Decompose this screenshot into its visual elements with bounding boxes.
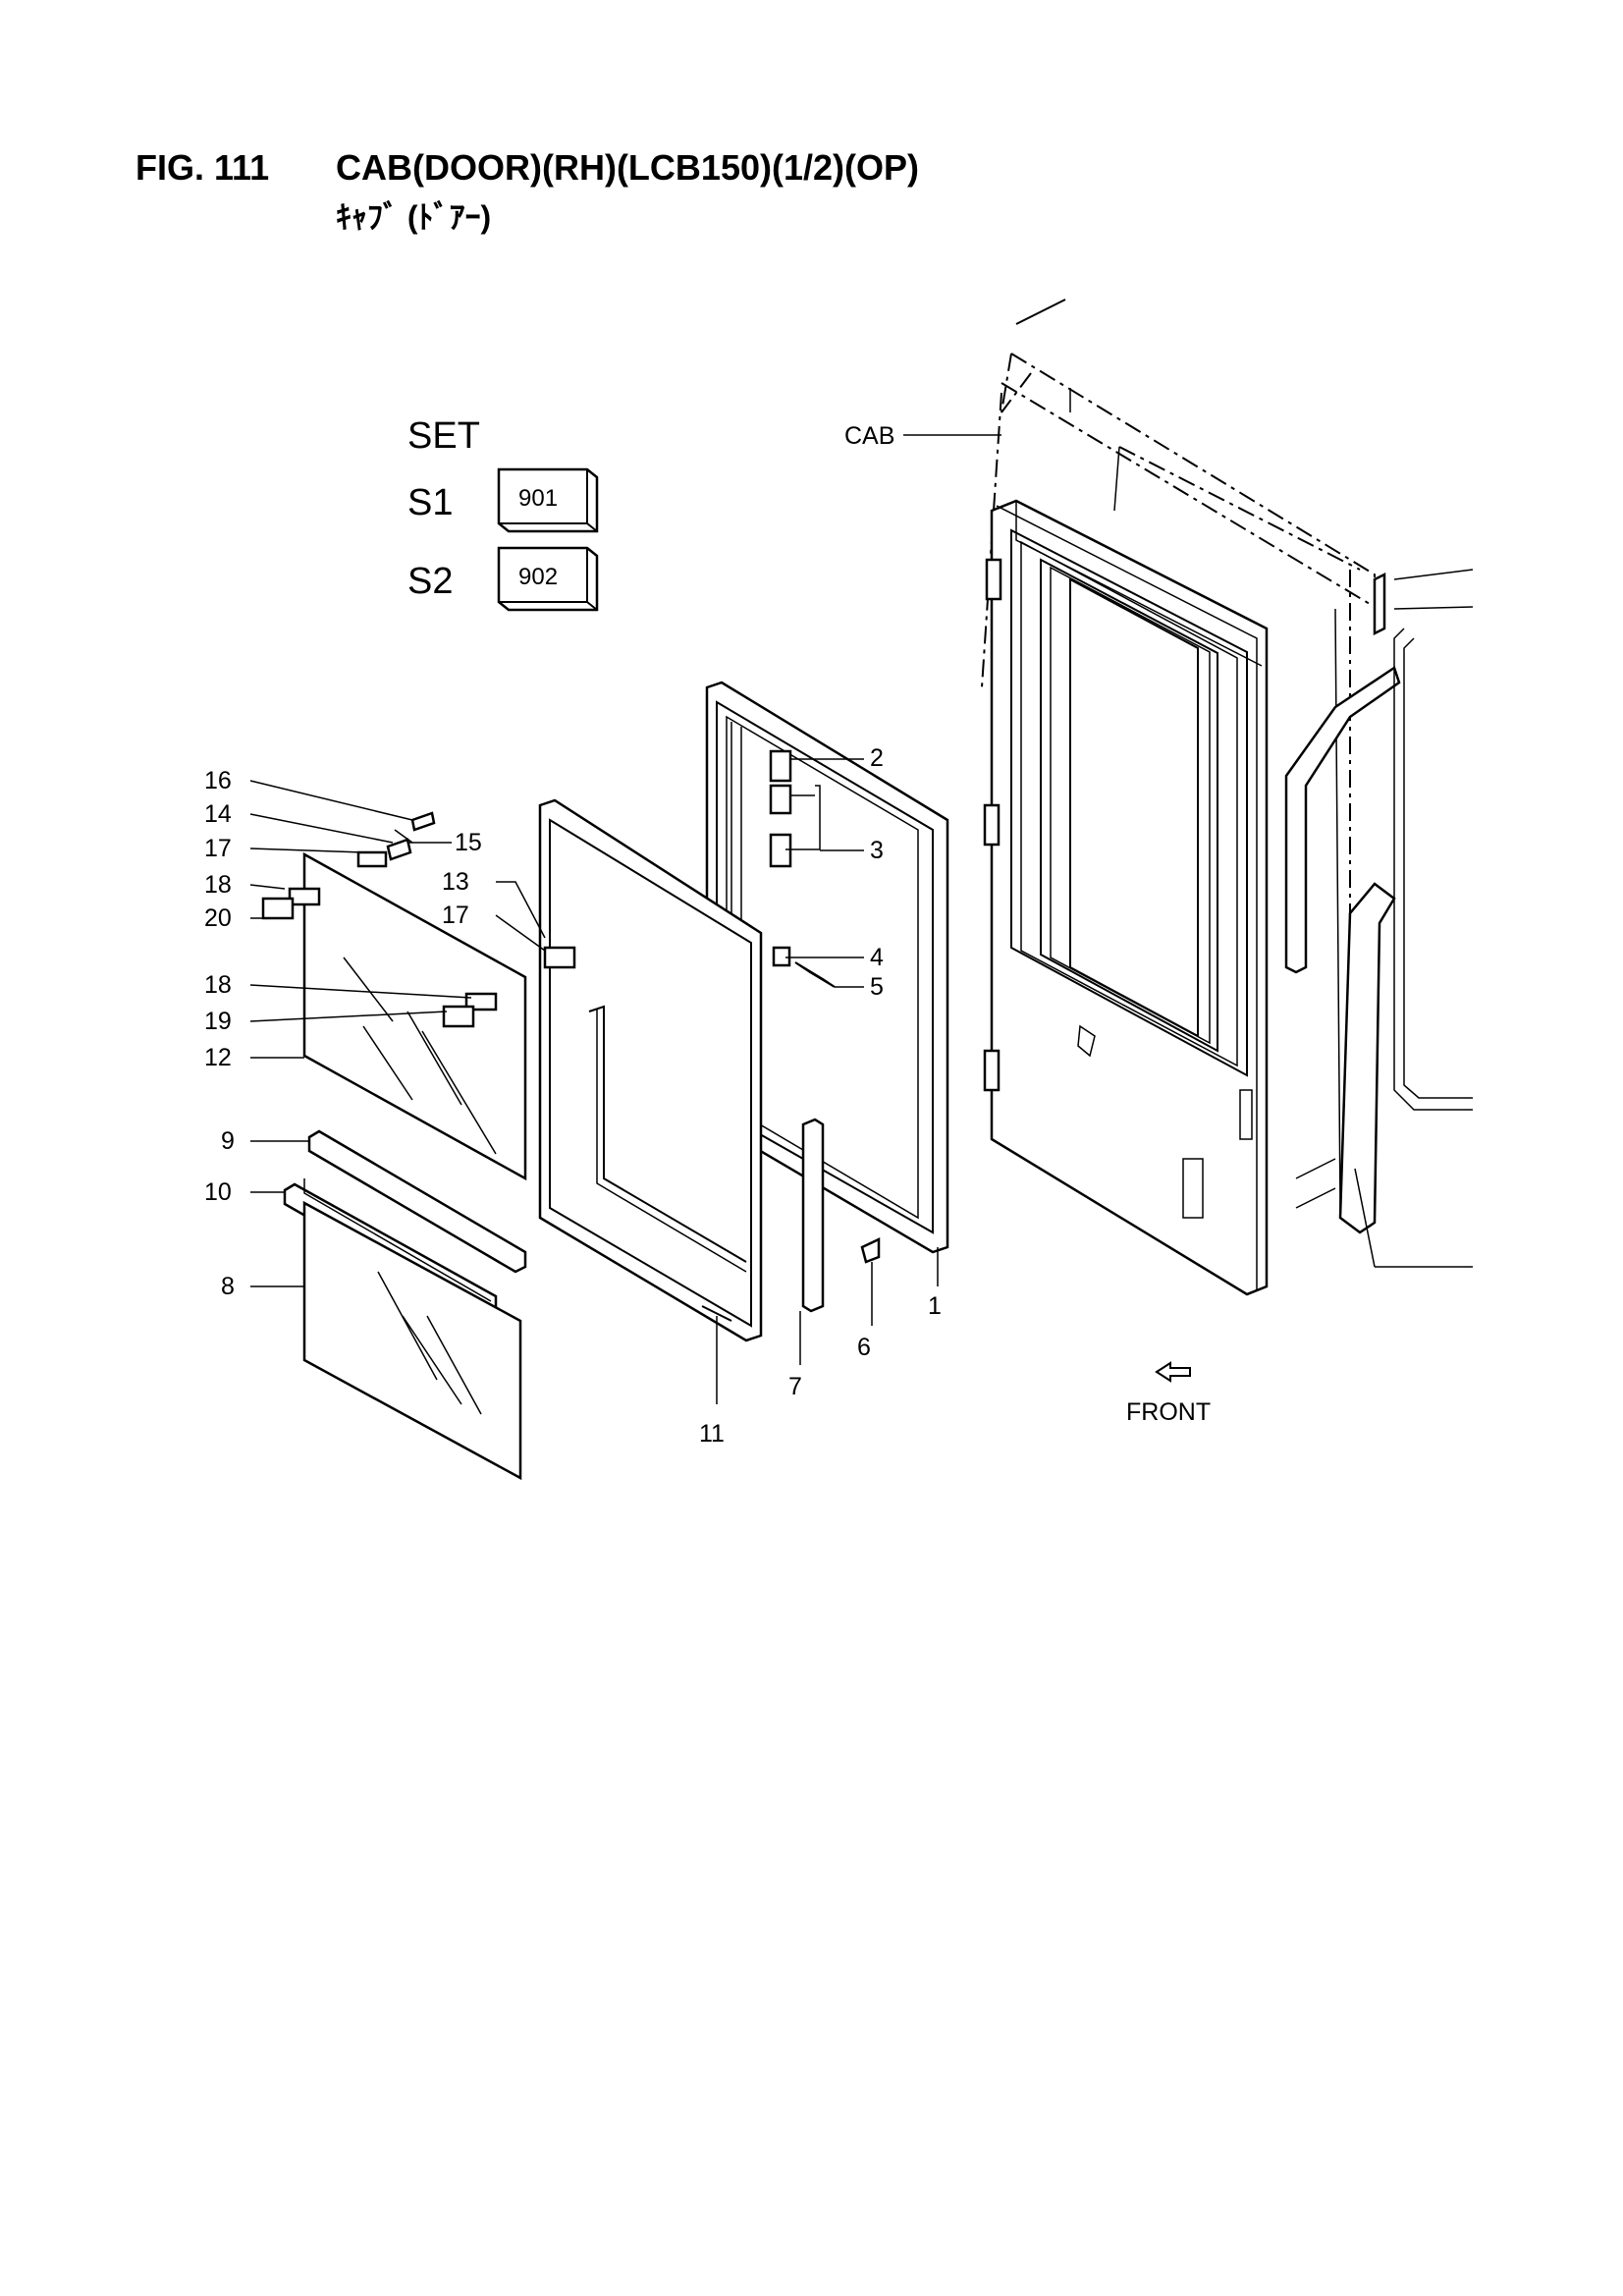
callout-12: 12 [204,1044,232,1071]
set-box-s1-code: 901 [518,485,558,512]
set-row-s1-label: S1 [407,482,453,523]
callout-8: 8 [221,1273,235,1300]
callout-5: 5 [870,973,884,1001]
callout-15: 15 [455,829,482,856]
part-8-lower-glass [302,1200,522,1481]
callout-9: 9 [221,1127,235,1155]
callout-16: 16 [204,767,232,794]
callout-19: 19 [204,1008,232,1035]
callout-17-lower: 17 [442,902,469,929]
leader-lines [249,434,1001,1404]
callout-11: 11 [699,1420,725,1448]
set-row-s2-label: S2 [407,561,453,602]
figure-title: CAB(DOOR)(RH)(LCB150)(1/2)(OP) [336,147,919,188]
set-heading: SET [407,415,480,457]
callout-18-lower: 18 [204,971,232,999]
callout-7: 7 [788,1373,802,1400]
set-box-s2-code: 902 [518,564,558,590]
callout-4: 4 [870,944,884,971]
callout-14: 14 [204,800,232,828]
set-box-s2: 902 [497,546,599,612]
part-12-upper-glass [302,851,527,1181]
callout-labels: CAB FRONT 1 2 3 4 5 6 7 8 9 10 11 12 13 … [204,422,1211,1448]
callout-cab: CAB [844,422,894,450]
door-assembly [983,499,1269,1296]
figure-subtitle: ｷｬﾌﾞ (ﾄﾞｱｰ) [336,199,492,235]
callout-17-upper: 17 [204,835,232,862]
part-7-channel [801,1118,825,1313]
callout-1: 1 [928,1292,942,1320]
cab-body-outline [981,299,1474,1268]
callout-6: 6 [857,1334,871,1361]
front-arrow-icon [1155,1361,1191,1383]
callout-3: 3 [870,837,884,864]
set-box-s1: 901 [497,467,599,533]
part-11-seal [538,798,763,1342]
callout-front: FRONT [1126,1398,1211,1426]
set-table: SET S1 S2 901 902 [407,415,599,612]
callout-2: 2 [870,744,884,772]
hardware-parts [261,811,881,1264]
figure-number: FIG. 111 [135,147,270,188]
callout-18-upper: 18 [204,871,232,899]
part-9-rail [307,1129,527,1274]
callout-13: 13 [442,868,469,896]
callout-10: 10 [204,1178,232,1206]
callout-20: 20 [204,904,232,932]
